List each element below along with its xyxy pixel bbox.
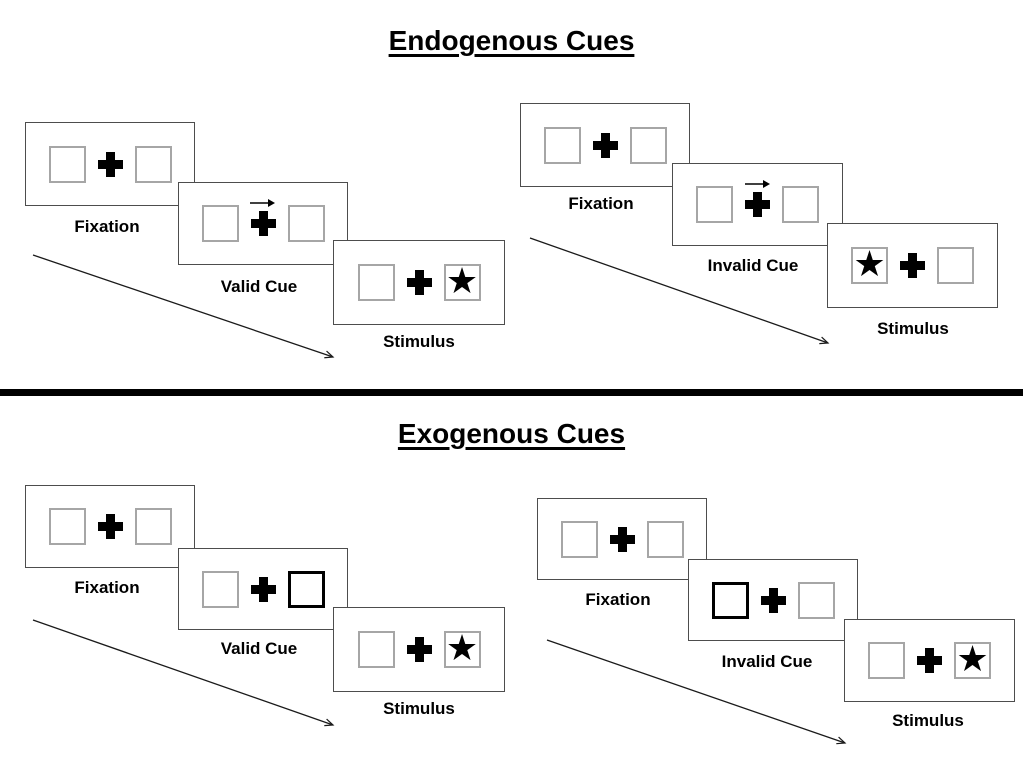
right-placeholder-square	[629, 126, 667, 164]
fixation-cross-icon	[744, 180, 770, 217]
right-target-square: ★	[443, 260, 481, 302]
left-placeholder-square	[543, 126, 581, 164]
star-icon: ★	[853, 243, 886, 285]
step-label-stimulus: Stimulus	[892, 711, 964, 730]
panel-fixation	[25, 122, 195, 206]
left-placeholder-square	[48, 508, 86, 545]
step-label-fixation: Fixation	[585, 590, 651, 609]
fixation-cross-icon	[609, 526, 635, 552]
panel-valid-cue	[178, 182, 348, 265]
section-divider	[0, 389, 1023, 396]
left-placeholder-square	[201, 205, 239, 242]
left-placeholder-square	[48, 145, 86, 183]
right-target-square: ★	[954, 638, 991, 680]
right-arrow-cue-icon	[250, 199, 275, 207]
plus-bar	[105, 514, 115, 539]
panel-stimulus: ★	[333, 607, 505, 692]
left-highlighted-cue-square	[711, 581, 749, 619]
panel-invalid-cue	[688, 559, 858, 641]
fixation-cross-icon	[917, 648, 942, 673]
plus-bar	[258, 576, 268, 602]
step-label-valid-cue: Valid Cue	[220, 639, 298, 658]
left-placeholder-square	[560, 520, 598, 558]
fixation-cross-icon	[900, 253, 925, 278]
left-placeholder-square	[357, 631, 395, 668]
right-highlighted-cue-square	[287, 570, 325, 608]
left-placeholder-square	[357, 264, 395, 301]
left-target-square: ★	[851, 243, 888, 285]
step-label-fixation: Fixation	[74, 578, 140, 597]
plus-bar	[105, 151, 115, 177]
panel-fixation	[520, 103, 690, 187]
right-placeholder-square	[134, 508, 172, 545]
right-placeholder-square	[782, 186, 819, 223]
right-placeholder-square	[134, 145, 172, 183]
star-icon: ★	[445, 260, 479, 302]
left-placeholder-square	[696, 186, 733, 223]
step-label-stimulus: Stimulus	[383, 699, 455, 718]
right-placeholder-square	[646, 520, 684, 558]
sequence-arrow	[529, 237, 830, 345]
right-placeholder-square	[937, 247, 974, 284]
plus-bar	[908, 253, 917, 278]
fixation-cross-icon	[592, 132, 618, 158]
plus-bar	[617, 526, 627, 552]
step-label-invalid-cue: Invalid Cue	[721, 652, 813, 671]
plus-bar	[753, 192, 762, 217]
plus-bar	[925, 648, 934, 673]
left-placeholder-square	[868, 642, 905, 679]
step-label-stimulus: Stimulus	[877, 319, 949, 338]
fixation-cross-icon	[250, 576, 276, 602]
panel-stimulus: ★	[844, 619, 1015, 702]
right-arrow-cue-icon	[744, 180, 770, 188]
fixation-cross-icon	[760, 587, 786, 613]
fixation-cross-icon	[406, 637, 432, 662]
plus-bar	[768, 587, 778, 613]
plus-bar	[600, 132, 610, 158]
step-label-stimulus: Stimulus	[383, 332, 455, 351]
fixation-cross-icon	[97, 151, 123, 177]
panel-stimulus: ★	[333, 240, 505, 325]
step-label-fixation: Fixation	[74, 217, 140, 236]
section-title-endogenous: Endogenous Cues	[388, 25, 635, 56]
left-placeholder-square	[201, 570, 239, 608]
right-placeholder-square	[287, 205, 325, 242]
right-target-square: ★	[443, 627, 481, 669]
panel-fixation	[537, 498, 707, 580]
panel-invalid-cue	[672, 163, 843, 246]
fixation-cross-icon	[250, 199, 276, 236]
plus-bar	[414, 270, 424, 295]
plus-bar	[414, 637, 424, 662]
sequence-arrow	[32, 254, 335, 359]
plus-bar	[258, 211, 268, 236]
step-label-fixation: Fixation	[568, 194, 634, 213]
section-title-exogenous: Exogenous Cues	[397, 418, 626, 449]
star-icon: ★	[956, 638, 989, 680]
fixation-cross-icon	[97, 514, 123, 539]
step-label-valid-cue: Valid Cue	[220, 277, 298, 296]
panel-valid-cue	[178, 548, 348, 630]
panel-fixation	[25, 485, 195, 568]
fixation-cross-icon	[406, 270, 432, 295]
step-label-invalid-cue: Invalid Cue	[707, 256, 799, 275]
panel-stimulus: ★	[827, 223, 998, 308]
sequence-arrow	[32, 619, 335, 727]
star-icon: ★	[445, 627, 479, 669]
right-placeholder-square	[797, 581, 835, 619]
